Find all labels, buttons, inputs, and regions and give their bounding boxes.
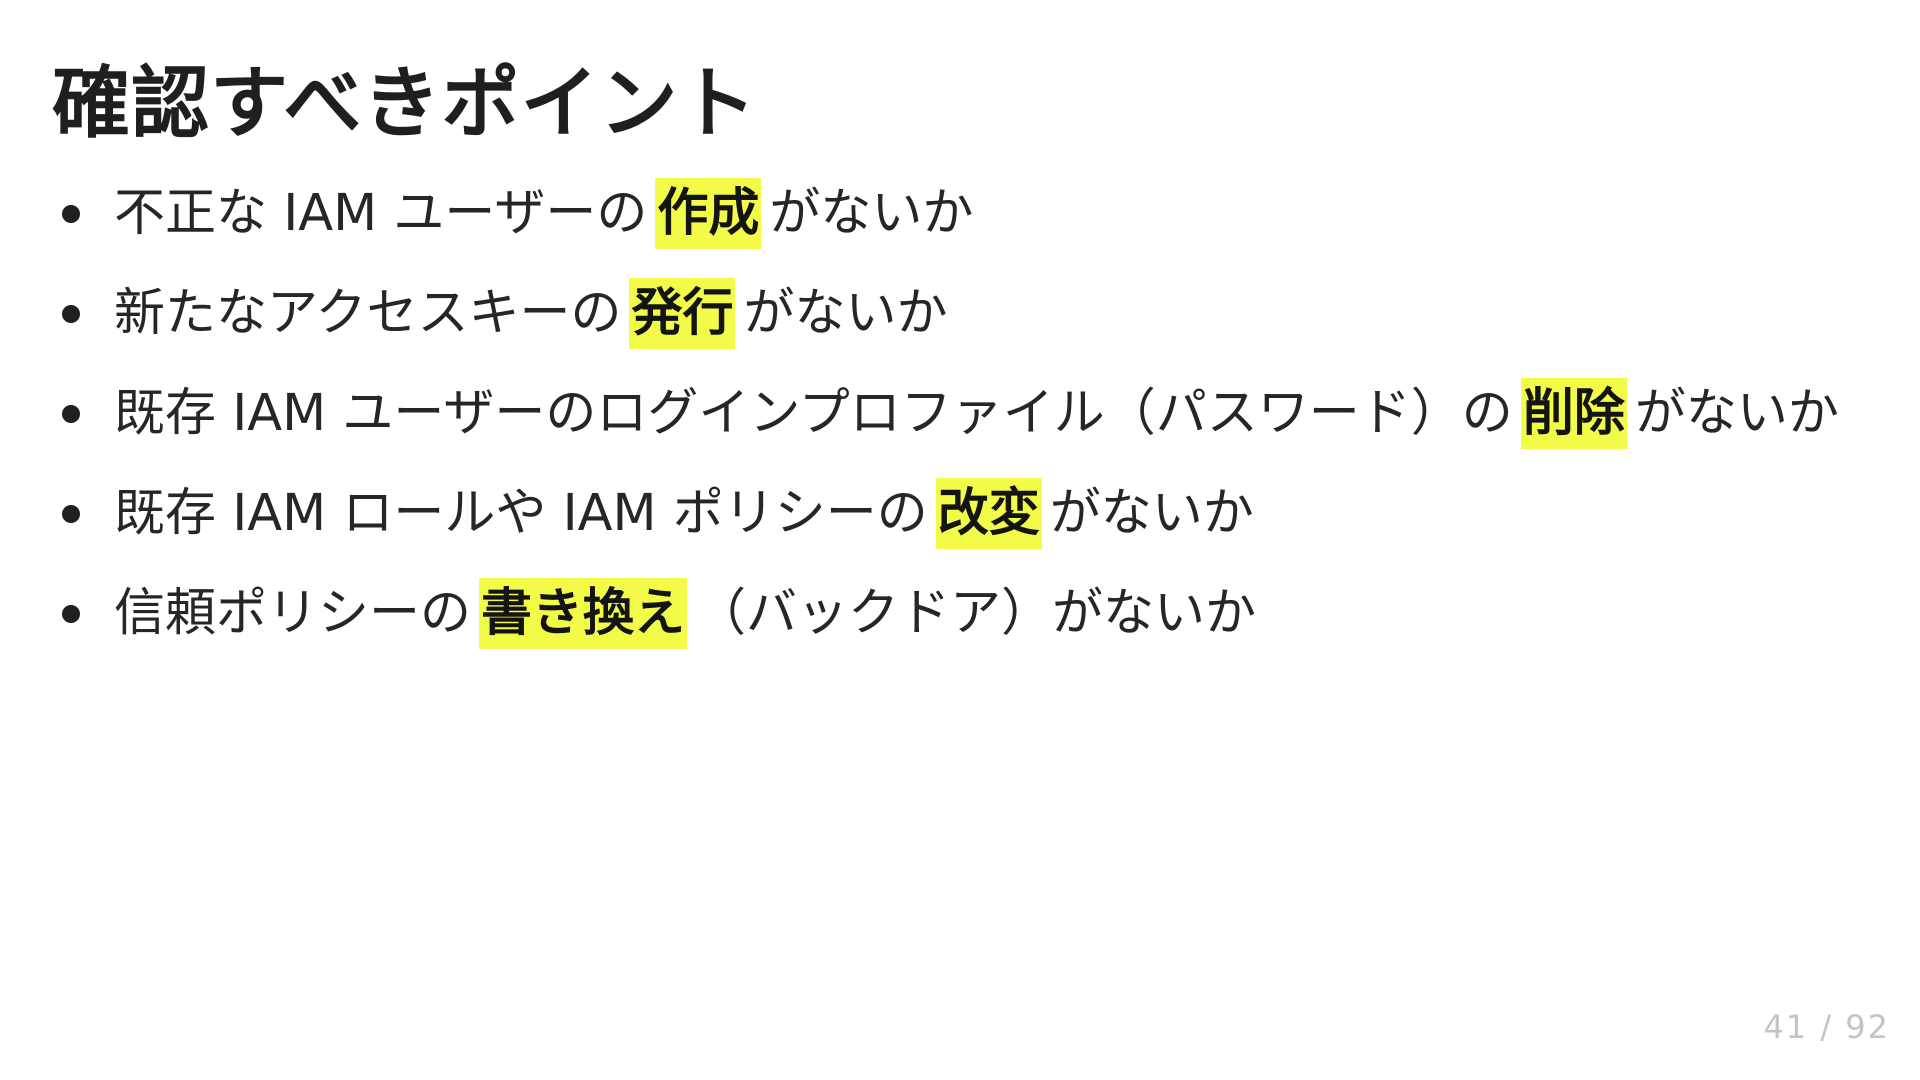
bullet-text-suffix: （バックドア）がないか bbox=[695, 584, 1257, 643]
bullet-item: 不正な IAM ユーザーの作成がないか bbox=[0, 172, 1890, 256]
bullet-text-suffix: がないか bbox=[1634, 384, 1839, 443]
bullet-list: 不正な IAM ユーザーの作成がないか 新たなアクセスキーの発行がないか 既存 … bbox=[0, 172, 1890, 672]
bullet-item: 新たなアクセスキーの発行がないか bbox=[0, 272, 1890, 356]
bullet-text-suffix: がないか bbox=[743, 284, 948, 343]
highlighted-keyword: 書き換え bbox=[479, 578, 688, 649]
bullet-dot-icon bbox=[62, 405, 80, 423]
bullet-text: 新たなアクセスキーの bbox=[114, 284, 622, 343]
slide-title: 確認すべきポイント bbox=[52, 59, 758, 149]
bullet-item: 信頼ポリシーの書き換え（バックドア）がないか bbox=[0, 572, 1890, 656]
bullet-text: 既存 IAM ロールや IAM ポリシーの bbox=[114, 484, 928, 543]
bullet-dot-icon bbox=[62, 505, 80, 523]
bullet-item: 既存 IAM ユーザーのログインプロファイル（パスワード）の削除がないか bbox=[0, 372, 1890, 456]
bullet-text: 既存 IAM ユーザーのログインプロファイル（パスワード）の bbox=[114, 384, 1513, 443]
bullet-text: 信頼ポリシーの bbox=[114, 584, 472, 643]
page-number: 41 / 92 bbox=[1763, 1008, 1890, 1046]
bullet-dot-icon bbox=[62, 605, 80, 623]
highlighted-keyword: 削除 bbox=[1520, 378, 1627, 449]
highlighted-keyword: 改変 bbox=[935, 478, 1042, 549]
bullet-text-suffix: がないか bbox=[1049, 484, 1254, 543]
bullet-text-suffix: がないか bbox=[769, 184, 974, 243]
bullet-dot-icon bbox=[62, 305, 80, 323]
bullet-text: 不正な IAM ユーザーの bbox=[114, 184, 648, 243]
bullet-item: 既存 IAM ロールや IAM ポリシーの改変がないか bbox=[0, 472, 1890, 556]
bullet-dot-icon bbox=[62, 205, 80, 223]
highlighted-keyword: 作成 bbox=[655, 178, 762, 249]
highlighted-keyword: 発行 bbox=[629, 278, 736, 349]
